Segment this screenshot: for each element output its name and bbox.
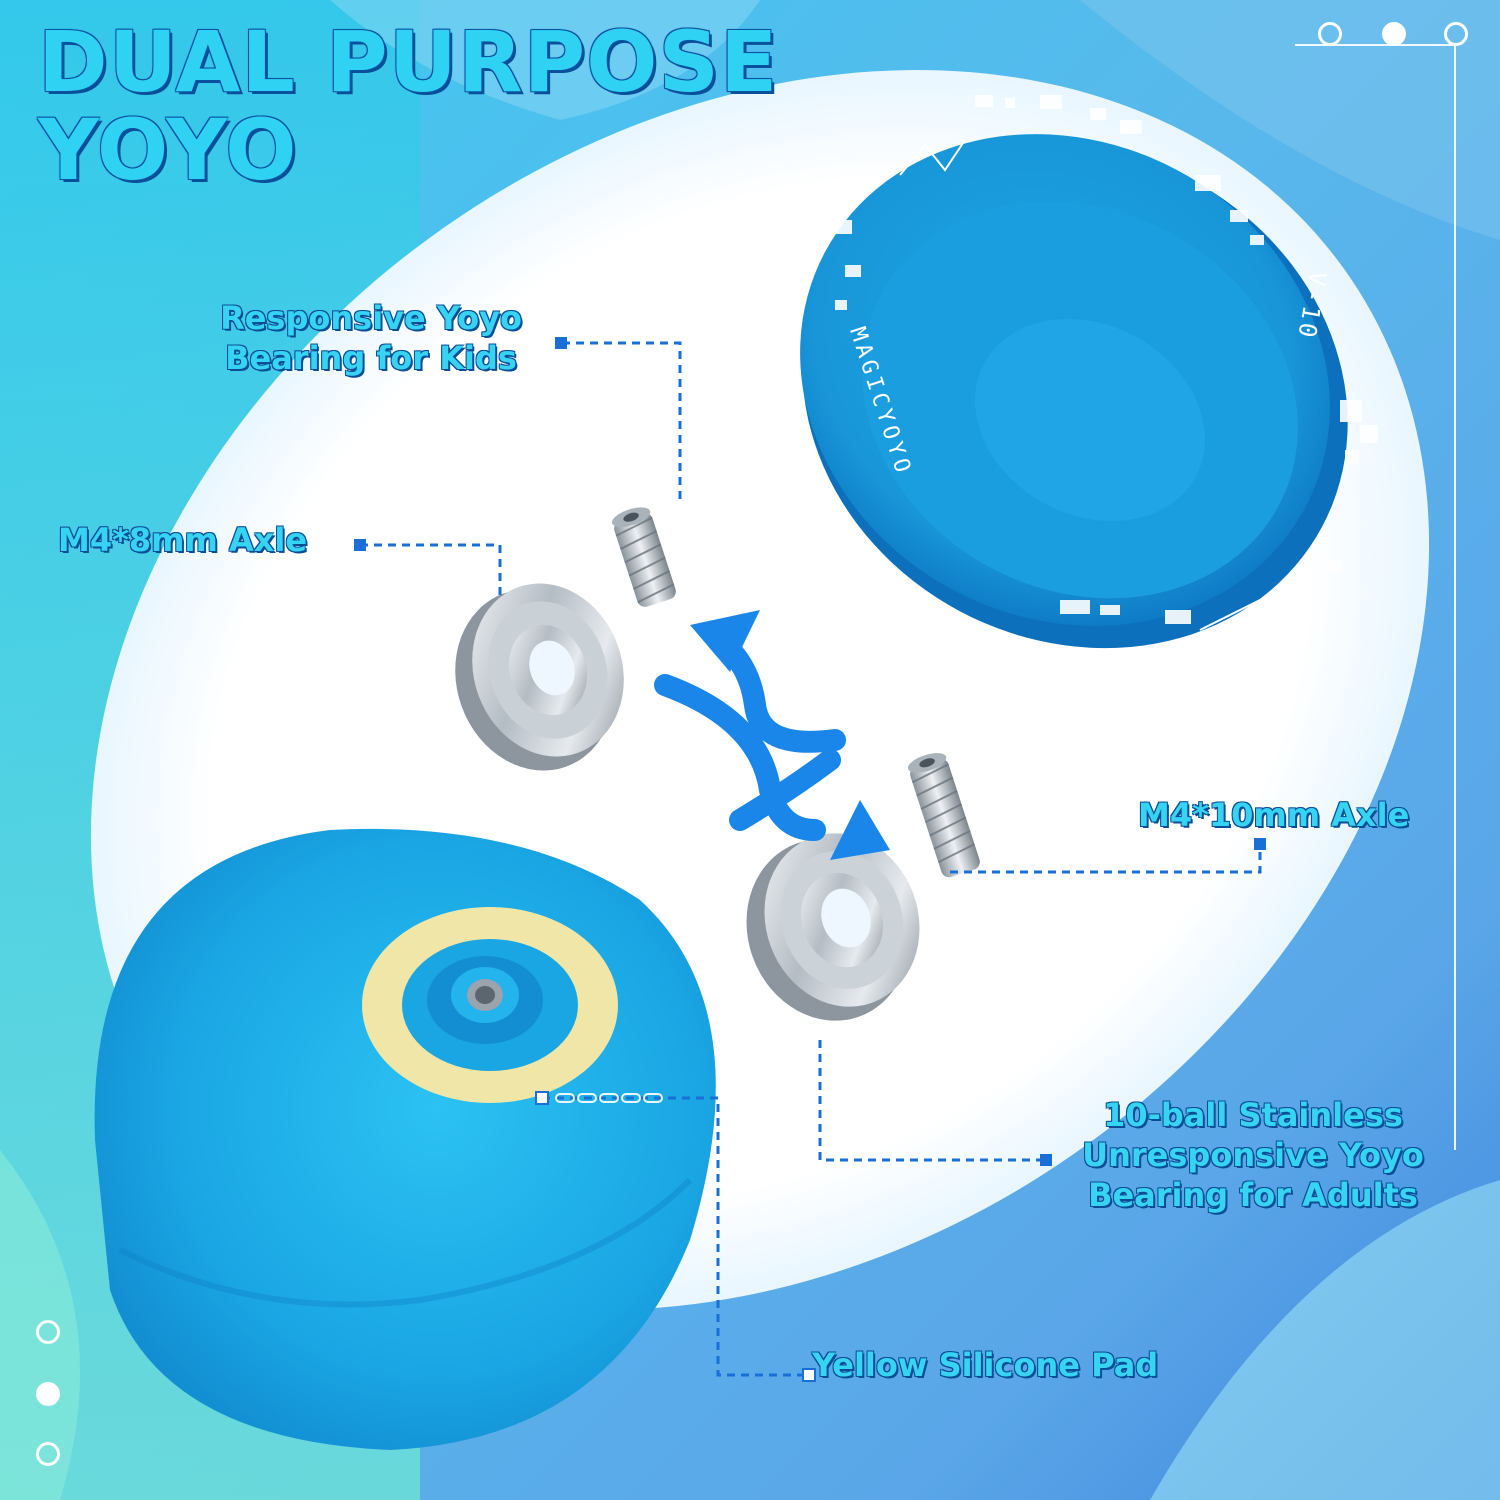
dot-ring-icon bbox=[36, 1442, 60, 1466]
bearing-responsive-image bbox=[455, 583, 624, 771]
callout-axle-long: M4*10mm Axle bbox=[1138, 796, 1410, 834]
axle-long-image bbox=[907, 753, 980, 878]
page-title: DUAL PURPOSE YOYO bbox=[38, 18, 778, 194]
decor-dots-top bbox=[1318, 22, 1478, 52]
callout-responsive-line-1: Responsive Yoyo bbox=[220, 299, 522, 337]
callout-unresponsive-line-2: Unresponsive Yoyo bbox=[1082, 1136, 1424, 1174]
callout-responsive-bearing: Responsive Yoyo Bearing for Kids bbox=[196, 298, 546, 378]
dot-filled-icon bbox=[1382, 22, 1406, 46]
swap-arrows-icon bbox=[654, 629, 846, 841]
yoyo-half-top: MAGICYOYO V-10 bbox=[800, 95, 1378, 649]
callout-unresponsive-line-3: Bearing for Adults bbox=[1088, 1176, 1418, 1214]
bearing-unresponsive-image bbox=[746, 833, 920, 1021]
callout-silicone-pad: Yellow Silicone Pad bbox=[812, 1346, 1159, 1384]
title-line-1: DUAL PURPOSE bbox=[38, 13, 779, 111]
dot-ring-icon bbox=[36, 1320, 60, 1344]
callout-axle-short: M4*8mm Axle bbox=[58, 521, 308, 559]
dot-ring-icon bbox=[1444, 22, 1468, 46]
axle-short-image bbox=[611, 507, 676, 607]
yoyo-half-bottom bbox=[94, 828, 716, 1450]
title-line-2: YOYO bbox=[38, 101, 298, 199]
callout-responsive-line-2: Bearing for Kids bbox=[225, 339, 517, 377]
dot-ring-icon bbox=[1318, 22, 1342, 46]
leader-lines bbox=[360, 341, 1262, 1377]
dot-filled-icon bbox=[36, 1382, 60, 1406]
callout-unresponsive-line-1: 10-ball Stainless bbox=[1103, 1096, 1403, 1134]
callout-unresponsive-bearing: 10-ball Stainless Unresponsive Yoyo Bear… bbox=[1058, 1095, 1448, 1215]
decor-dots-left bbox=[36, 1320, 66, 1480]
